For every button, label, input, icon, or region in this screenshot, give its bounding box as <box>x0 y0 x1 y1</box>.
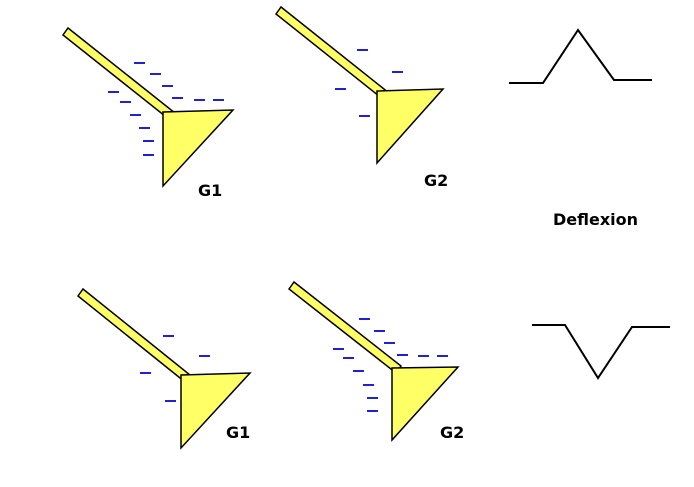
charges-g2-bottom <box>333 318 448 412</box>
electrode-head <box>180 372 252 450</box>
charges-g1-bottom <box>140 335 210 402</box>
label-g2-bottom: G2 <box>440 423 464 442</box>
deflexion-label: Deflexion <box>553 210 638 229</box>
electrode-head <box>162 109 235 188</box>
electrode-g2-bottom <box>287 280 460 442</box>
electrode-g1-top <box>61 26 235 188</box>
electrode-shaft <box>287 280 403 375</box>
charges-g1-top <box>108 62 224 156</box>
label-g1-bottom: G1 <box>226 423 250 442</box>
electrode-head <box>391 366 460 442</box>
electrode-g1-bottom <box>76 287 252 450</box>
deflection-up-wave <box>509 28 652 84</box>
deflection-down-wave <box>532 324 670 380</box>
label-g1-top: G1 <box>198 181 222 200</box>
label-g2-top: G2 <box>424 171 448 190</box>
electrode-g2-top <box>274 5 445 165</box>
electrode-head <box>376 88 445 165</box>
charges-g2-top <box>335 49 403 117</box>
electrode-shaft <box>274 5 391 102</box>
